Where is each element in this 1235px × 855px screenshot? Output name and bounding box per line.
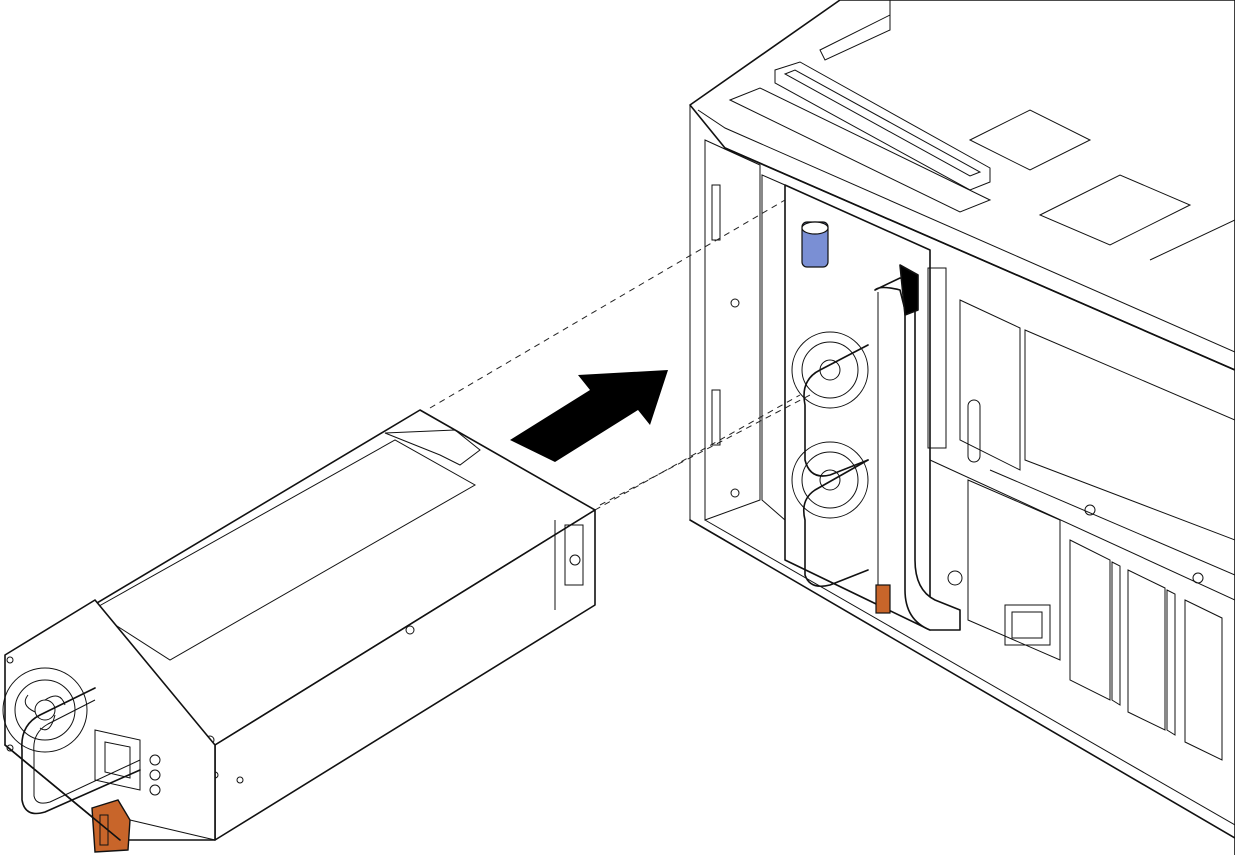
blue-touch-point <box>801 221 829 268</box>
psu-label-area <box>91 439 477 661</box>
ac-power-inlet <box>94 729 141 791</box>
chassis-left-frame <box>704 139 761 521</box>
expansion-slots <box>1069 539 1223 761</box>
insert-direction-arrow-icon <box>510 370 668 462</box>
top-cover-rail <box>774 61 991 191</box>
chassis-top-cover <box>689 0 1235 371</box>
psu-handle <box>21 687 141 815</box>
alignment-guides <box>429 199 811 511</box>
psu-vent-slots <box>927 267 947 449</box>
chassis-fan-icon <box>791 331 869 519</box>
server-chassis <box>689 0 1235 855</box>
installed-psu-handle <box>803 344 869 477</box>
psu-release-latch <box>91 799 131 853</box>
rear-vent-grille <box>1024 329 1235 541</box>
installed-release-latch <box>875 584 891 614</box>
network-port <box>1004 604 1051 646</box>
power-supply-module <box>2 409 596 853</box>
